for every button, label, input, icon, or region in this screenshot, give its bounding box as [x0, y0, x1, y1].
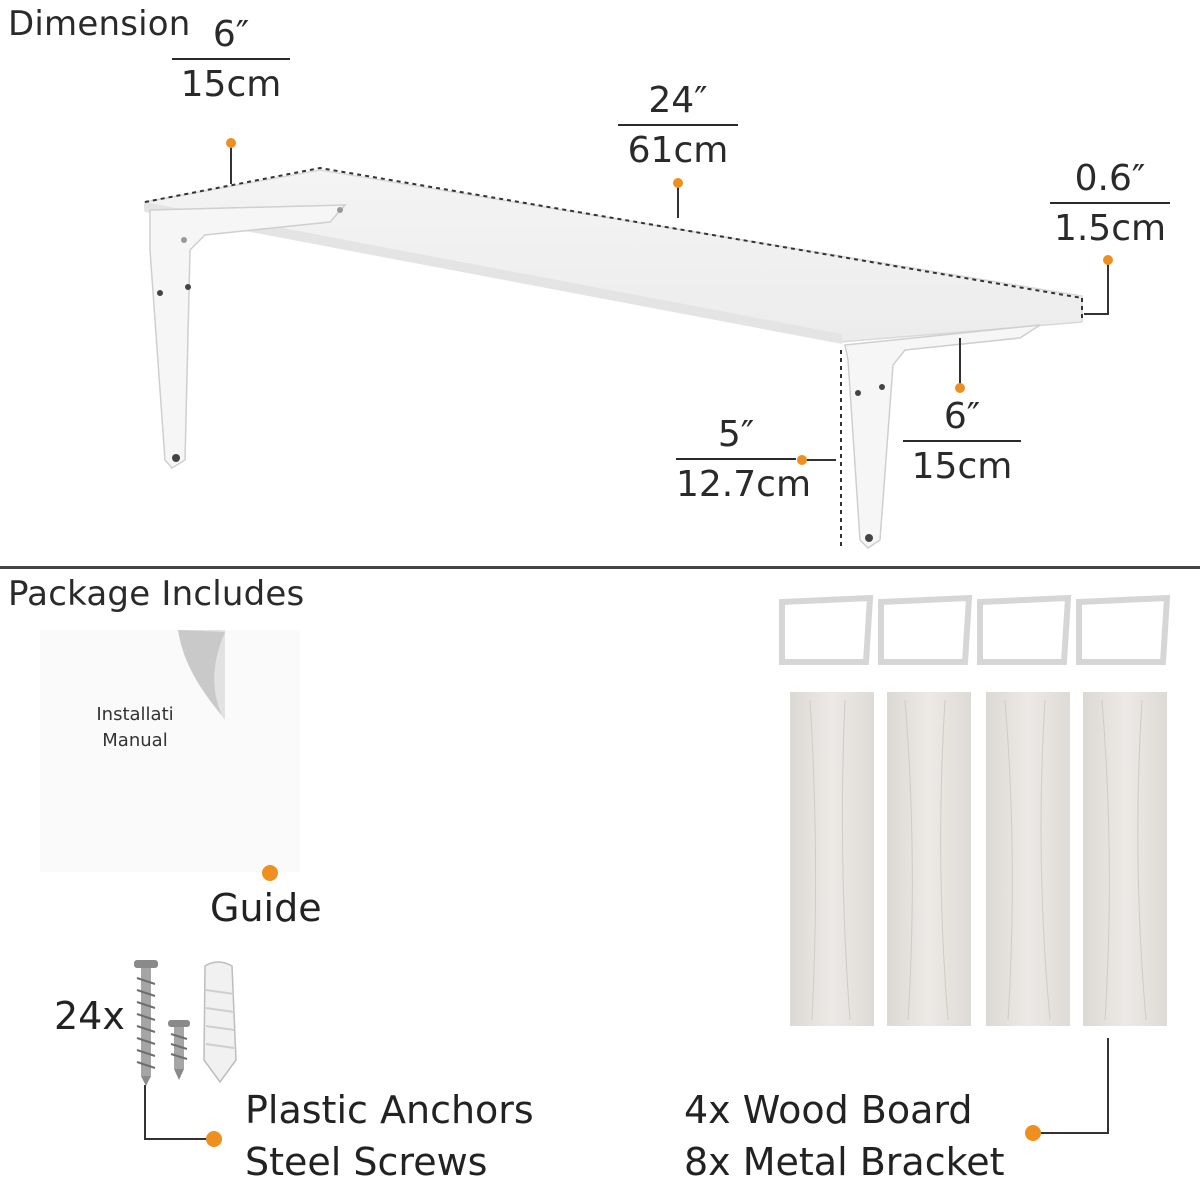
section-divider [0, 566, 1200, 569]
depth-left-metric: 15cm [180, 64, 282, 105]
hardware-leader [144, 1085, 208, 1140]
depth-left-rule [172, 58, 290, 60]
manual-text-line1: Installati [96, 704, 174, 725]
short-screw-icon [168, 1020, 190, 1080]
guide-label: Guide [210, 886, 322, 930]
manual-sheet [40, 630, 300, 872]
hardware-label-line1: Plastic Anchors [245, 1088, 534, 1132]
thickness-dimension: 0.6″ 1.5cm [1050, 160, 1170, 248]
right-bracket [844, 324, 1041, 549]
length-rule [618, 124, 738, 126]
thickness-metric: 1.5cm [1053, 208, 1167, 249]
boards-label-line1: 4x Wood Board [684, 1088, 973, 1132]
length-dot [673, 178, 683, 188]
bracket-height-rule [676, 458, 796, 460]
metal-bracket-pieces [779, 594, 1171, 665]
manual-text-line2: Manual [102, 730, 168, 751]
thickness-imperial: 0.6″ [1074, 158, 1146, 199]
package-includes-title: Package Includes [8, 574, 305, 614]
thickness-dot [1103, 255, 1113, 265]
left-bracket [149, 204, 347, 469]
thickness-rule [1050, 202, 1170, 204]
depth-right-dimension: 6″ 15cm [903, 398, 1021, 486]
bracket-height-metric: 12.7cm [676, 464, 812, 505]
boards-leader [1038, 1038, 1109, 1134]
wood-boards [790, 692, 1167, 1026]
hardware-label-line2: Steel Screws [245, 1140, 488, 1184]
depth-left-dimension: 6″ 15cm [172, 16, 290, 104]
length-metric: 61cm [627, 130, 729, 171]
length-imperial: 24″ [648, 80, 708, 121]
manual-cover-text: Installati Manual [70, 702, 200, 754]
thickness-leader [1084, 262, 1109, 315]
depth-right-dot [955, 383, 965, 393]
guide-dot [262, 865, 278, 881]
depth-right-metric: 15cm [911, 446, 1013, 487]
depth-left-imperial: 6″ [212, 14, 250, 55]
depth-right-rule [903, 440, 1021, 442]
bracket-height-dimension: 5″ 12.7cm [676, 414, 812, 505]
bracket-height-dot [797, 455, 807, 465]
depth-left-dot [226, 138, 236, 148]
depth-right-imperial: 6″ [943, 396, 981, 437]
hardware-dot [206, 1131, 222, 1147]
dimension-title: Dimension [8, 4, 191, 44]
plastic-anchor-icon [203, 961, 237, 1084]
long-screw-icon [134, 960, 158, 1086]
bracket-height-imperial: 5″ [717, 414, 755, 455]
length-dimension: 24″ 61cm [618, 82, 738, 170]
shelf-board [144, 166, 1083, 344]
boards-label-line2: 8x Metal Bracket [684, 1140, 1005, 1184]
boards-dot [1025, 1125, 1041, 1141]
hardware-count: 24x [54, 994, 125, 1038]
